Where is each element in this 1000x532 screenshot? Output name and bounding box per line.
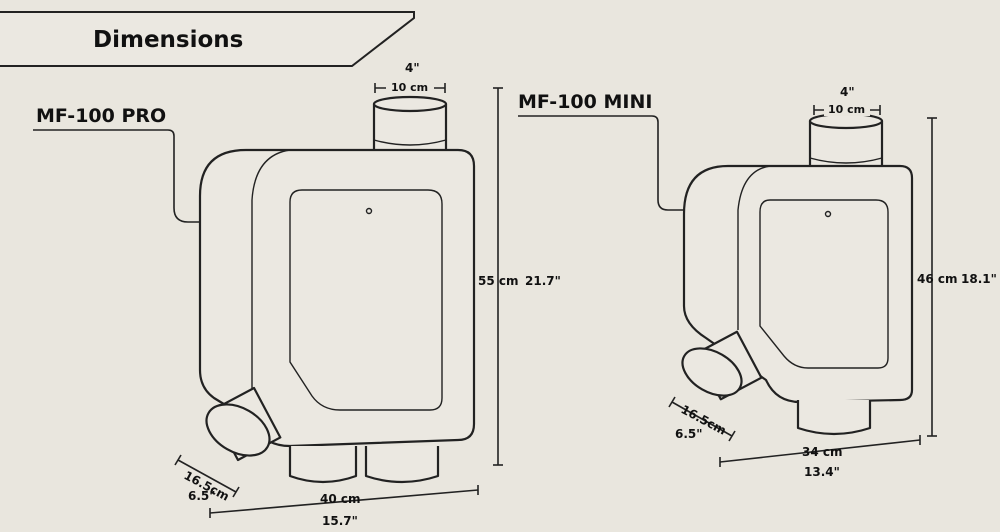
page-title: Dimensions <box>93 27 243 53</box>
pro-top-port-cm: 10 cm <box>391 81 428 94</box>
mini-leader-line <box>518 115 684 211</box>
mini-height-inch: 18.1" <box>961 272 997 286</box>
pro-top-port-inch: 4" <box>405 61 420 75</box>
pro-height-inch: 21.7" <box>525 274 561 288</box>
mini-model-label: MF-100 MINI <box>518 91 652 113</box>
pro-leader-line <box>33 129 200 223</box>
header-banner: Dimensions <box>0 11 415 67</box>
mini-width-inch: 13.4" <box>804 465 840 479</box>
pro-model-label: MF-100 PRO <box>36 105 166 127</box>
pro-front-window <box>289 189 443 411</box>
pro-depth-inch: 6.5" <box>188 489 216 503</box>
pro-height-cm: 55 cm <box>478 274 519 288</box>
mini-top-port-cm: 10 cm <box>828 103 865 116</box>
pro-width-inch: 15.7" <box>322 514 358 528</box>
mini-height-cm: 46 cm <box>917 272 958 286</box>
mini-depth-inch: 6.5" <box>675 427 703 441</box>
mini-unit: MF-100 MINI 4" 10 cm 46 cm 18.1" <box>518 85 997 479</box>
pro-unit: MF-100 PRO 4" 10 cm 55 cm 21.7" <box>33 61 561 528</box>
pro-width-cm: 40 cm <box>320 492 361 506</box>
mini-top-port-inch: 4" <box>840 85 855 99</box>
mini-front-window <box>759 199 889 369</box>
mini-width-cm: 34 cm <box>802 445 843 459</box>
